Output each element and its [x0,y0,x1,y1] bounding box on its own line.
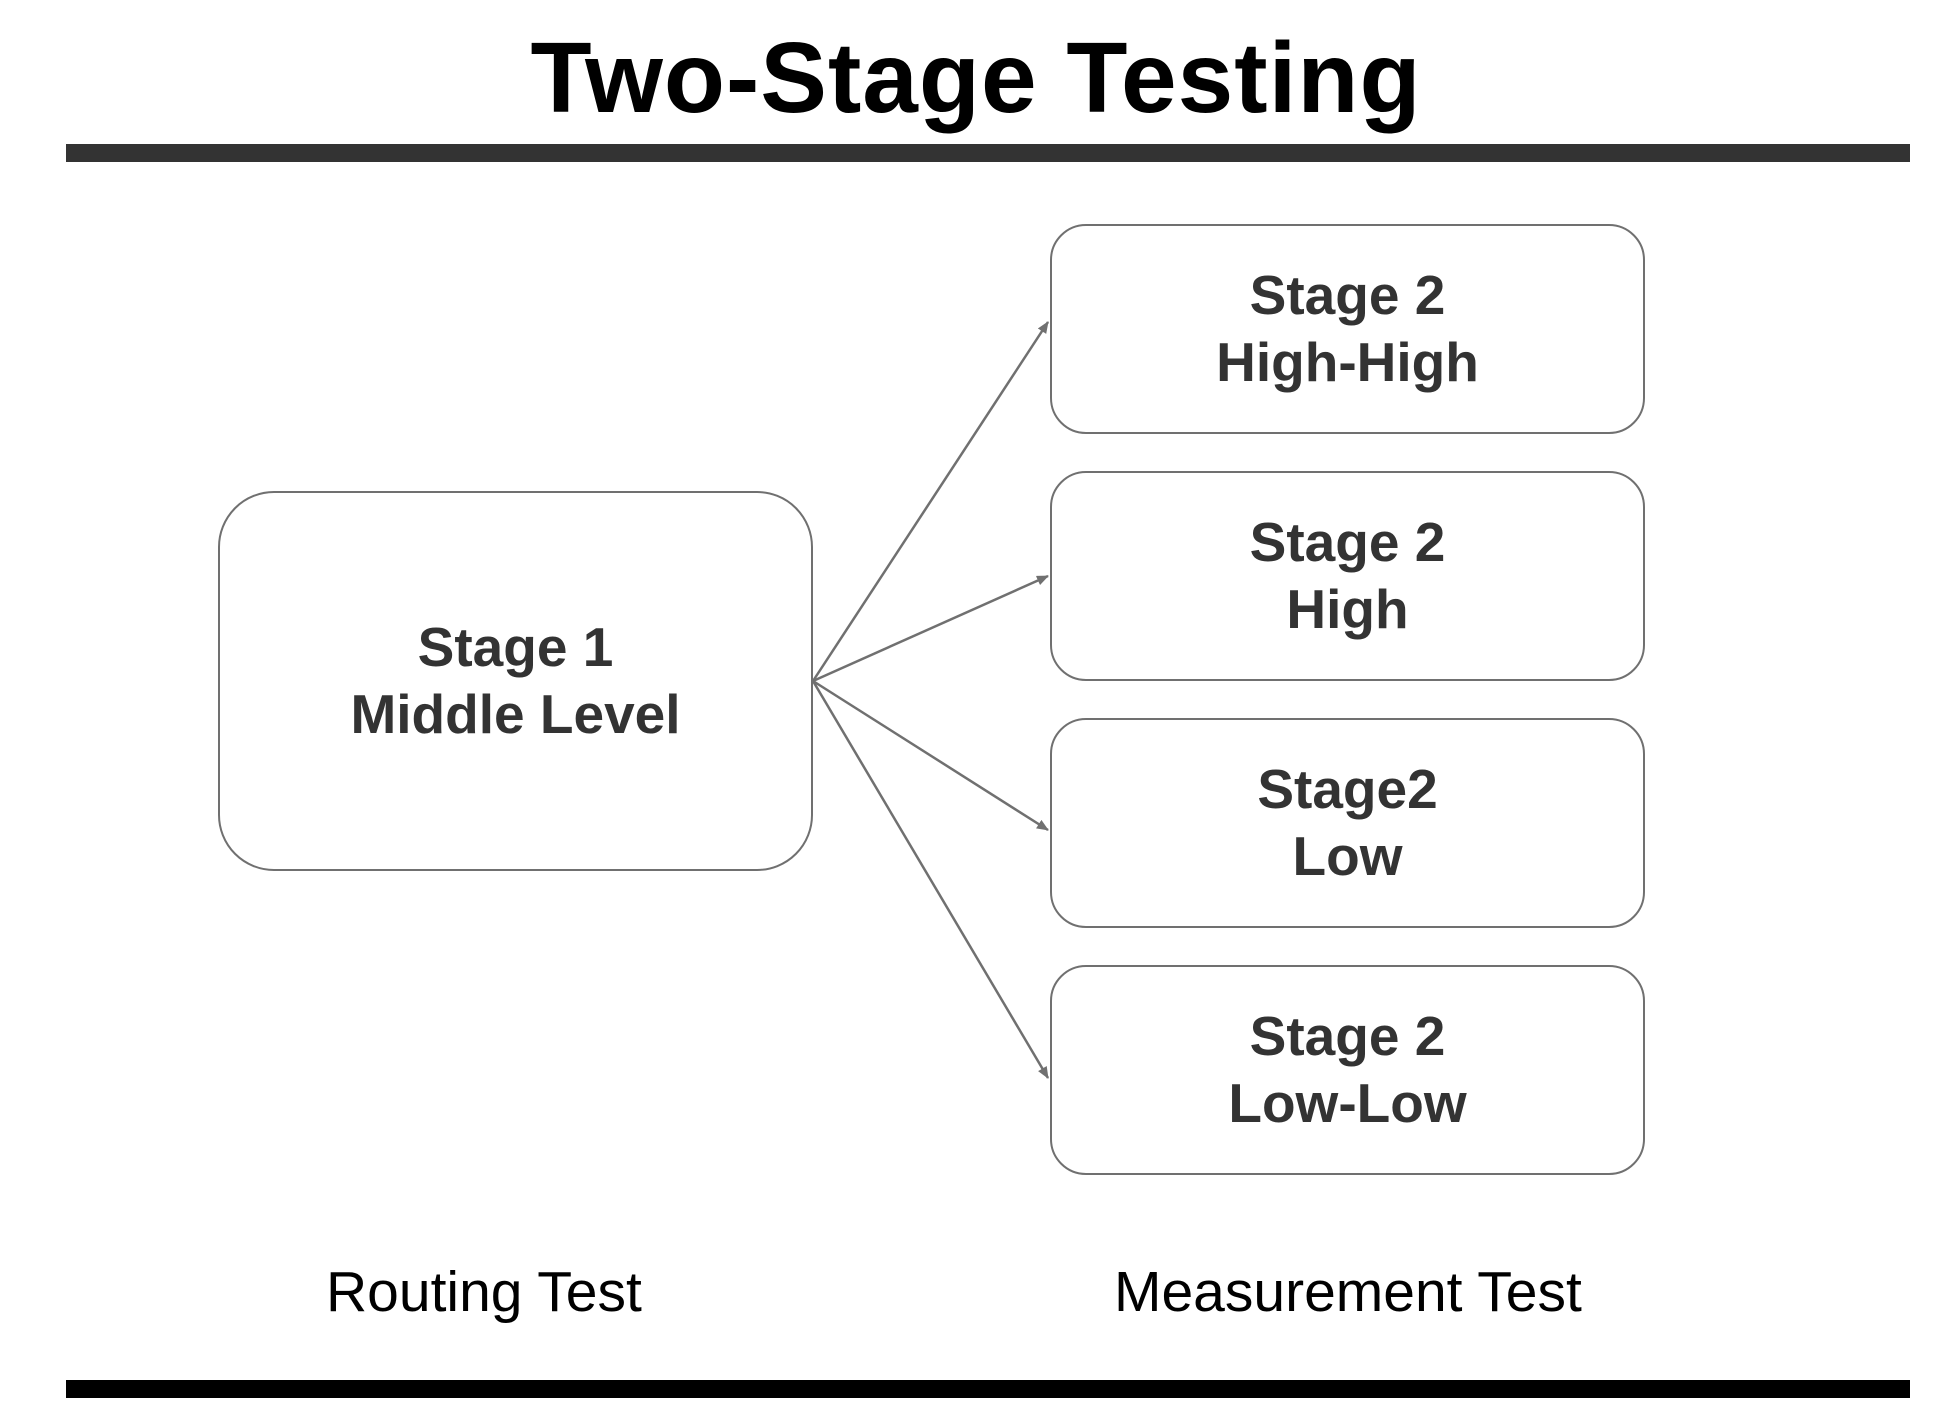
stage2-high-high-label: Stage 2 [1249,264,1446,326]
bottom-divider [66,1380,1910,1398]
stage2-low-low-box: Stage 2 Low-Low [1050,965,1645,1175]
stage2-high-level: High [1286,578,1409,640]
arrow-to-high [812,574,1049,683]
top-divider [66,144,1910,162]
stage2-high-high-level: High-High [1216,331,1479,393]
stage2-low-low-label: Stage 2 [1249,1005,1446,1067]
stage1-level: Middle Level [350,683,681,745]
stage2-low-label: Stage2 [1257,758,1438,820]
stage2-high-high-box: Stage 2 High-High [1050,224,1645,434]
measurement-test-caption: Measurement Test [1114,1260,1582,1324]
arrow-to-low-low [811,680,1050,1079]
arrow-to-low [812,679,1049,832]
routing-test-caption: Routing Test [326,1260,642,1324]
stage1-middle-level-box: Stage 1 Middle Level [218,491,813,871]
stage2-high-label: Stage 2 [1249,511,1446,573]
stage2-low-box: Stage2 Low [1050,718,1645,928]
stage1-label: Stage 1 [417,616,614,678]
stage2-low-level: Low [1292,825,1403,887]
arrow-to-high-high [811,321,1050,682]
diagram-title: Two-Stage Testing [530,22,1422,134]
stage2-high-box: Stage 2 High [1050,471,1645,681]
stage2-low-low-level: Low-Low [1228,1072,1467,1134]
